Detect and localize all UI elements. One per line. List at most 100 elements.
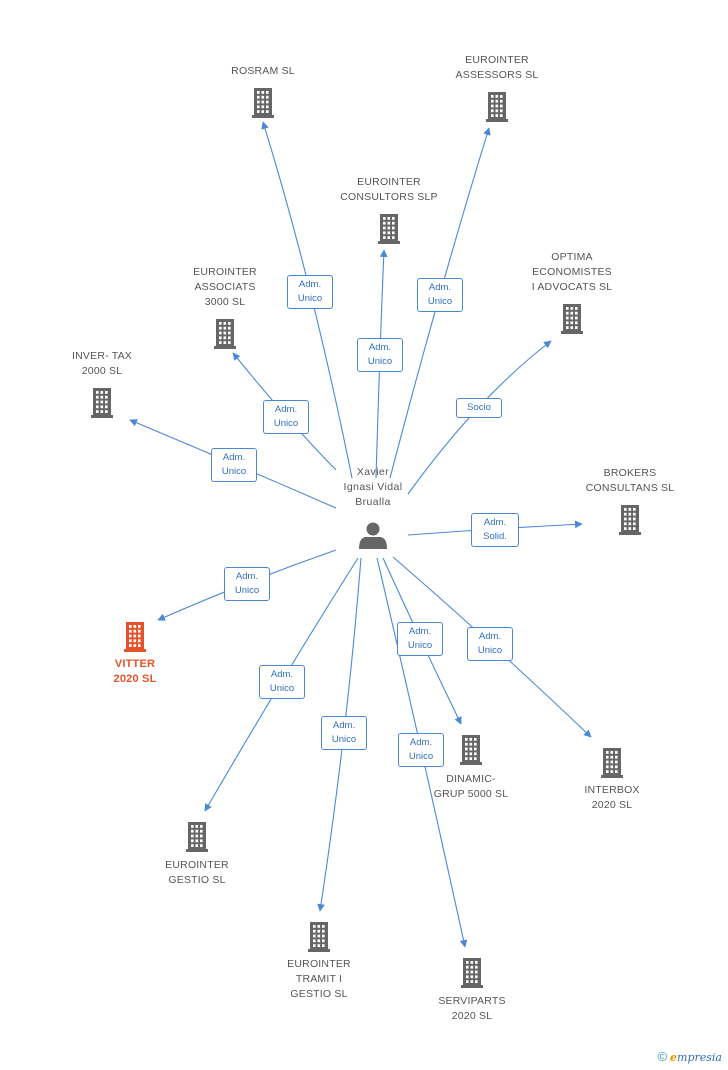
relation-label-line: Adm.: [483, 517, 507, 528]
company-label-line: EUROINTER: [465, 54, 529, 66]
company-label-dinamic[interactable]: DINAMIC- GRUP 5000 SL: [401, 772, 541, 802]
company-label-line: DINAMIC-: [446, 773, 496, 785]
relation-label-line: Adm.: [270, 669, 294, 680]
company-label-line: GESTIO SL: [168, 874, 226, 886]
brand-name: mpresia: [677, 1051, 722, 1064]
relation-label-eurointer-tramit[interactable]: Adm. Unico: [321, 716, 367, 750]
relation-label-line: Adm.: [409, 737, 433, 748]
relation-label-line: Unico: [367, 356, 393, 367]
company-label-line: GESTIO SL: [290, 988, 348, 1000]
building-icon: [214, 319, 236, 349]
relation-label-line: Unico: [221, 466, 247, 477]
brand-initial: e: [670, 1051, 678, 1064]
company-label-line: ECONOMISTES: [532, 266, 612, 278]
relation-label-line: Unico: [331, 734, 357, 745]
building-icon: [461, 958, 483, 988]
relation-label-serviparts[interactable]: Adm.Unico: [398, 733, 444, 767]
relation-label-line: Adm.: [332, 720, 356, 731]
company-label-line: EUROINTER: [165, 859, 229, 871]
building-icon: [378, 214, 400, 244]
company-label-inver-tax[interactable]: INVER- TAX 2000 SL: [32, 349, 172, 379]
company-label-line: INTERBOX: [584, 784, 640, 796]
relation-label-line: Adm.: [408, 626, 432, 637]
company-label-line: I ADVOCATS SL: [531, 281, 613, 293]
relation-label-line: Adm.: [368, 342, 392, 353]
brand-logo: empresia: [670, 1051, 722, 1064]
relation-label-rosram[interactable]: Adm.Unico: [287, 275, 333, 309]
building-icon: [486, 92, 508, 122]
building-icon: [460, 735, 482, 765]
relation-label-line: Adm.: [222, 452, 246, 463]
relation-label-line: Unico: [427, 296, 453, 307]
relation-label-eurointer-associats[interactable]: Adm. Unico: [263, 400, 309, 434]
company-label-line: BROKERS: [603, 467, 657, 479]
relation-label-line: Unico: [477, 645, 503, 656]
company-label-line: ASSESSORS SL: [455, 69, 539, 81]
building-icon: [91, 388, 113, 418]
company-label-line: ASSOCIATS: [194, 281, 256, 293]
person-name-line: Brualla: [355, 496, 391, 508]
building-icon: [124, 622, 146, 652]
relation-label-interbox[interactable]: Adm. Unico: [467, 627, 513, 661]
relation-label-line: Adm.: [274, 404, 298, 415]
relation-label-optima[interactable]: Socio: [456, 398, 502, 418]
company-label-line: 2020 SL: [113, 673, 157, 685]
company-label-line: TRAMIT I: [295, 973, 343, 985]
company-label-rosram[interactable]: ROSRAM SL: [193, 64, 333, 79]
company-label-line: EUROINTER: [357, 176, 421, 188]
company-label-optima[interactable]: OPTIMA ECONOMISTES I ADVOCATS SL: [502, 250, 642, 295]
company-label-line: 2020 SL: [451, 1010, 493, 1022]
company-label-eurointer-consultors[interactable]: EUROINTER CONSULTORS SLP: [319, 175, 459, 205]
company-label-line: CONSULTORS SLP: [340, 191, 438, 203]
relation-label-line: Adm.: [428, 282, 452, 293]
relation-label-line: Unico: [407, 640, 433, 651]
company-label-line: INVER- TAX: [72, 350, 132, 362]
company-label-line: 2020 SL: [591, 799, 633, 811]
company-label-line: 3000 SL: [204, 296, 246, 308]
relation-label-eurointer-assessors[interactable]: Adm. Unico: [417, 278, 463, 312]
relation-label-inver-tax[interactable]: Adm. Unico: [211, 448, 257, 482]
relation-label-vitter[interactable]: Adm.Unico: [224, 567, 270, 601]
relation-label-line: Adm.: [478, 631, 502, 642]
person-icon[interactable]: [359, 522, 387, 550]
building-icon: [308, 922, 330, 952]
footer-brand[interactable]: ©empresia: [657, 1049, 722, 1064]
company-label-brokers[interactable]: BROKERS CONSULTANS SL: [560, 466, 700, 496]
building-icon: [619, 505, 641, 535]
relation-label-eurointer-gestio[interactable]: Adm. Unico: [259, 665, 305, 699]
company-label-vitter[interactable]: VITTER 2020 SL: [65, 657, 205, 687]
company-label-line: 2000 SL: [81, 365, 123, 377]
relation-label-line: Unico: [234, 585, 260, 596]
company-label-line: EUROINTER: [287, 958, 351, 970]
company-label-line: EUROINTER: [193, 266, 257, 278]
company-label-line: VITTER: [114, 658, 156, 670]
company-label-eurointer-assessors[interactable]: EUROINTER ASSESSORS SL: [427, 53, 567, 83]
relation-label-line: Socio: [467, 402, 491, 413]
relation-label-line: Solid.: [483, 531, 507, 542]
person-name-line: Ignasi Vidal: [343, 481, 403, 493]
company-label-line: CONSULTANS SL: [585, 482, 675, 494]
company-label-interbox[interactable]: INTERBOX 2020 SL: [542, 783, 682, 813]
company-label-line: ROSRAM SL: [231, 65, 295, 77]
relation-label-dinamic[interactable]: Adm. Unico: [397, 622, 443, 656]
relation-label-line: Unico: [297, 293, 323, 304]
icons-layer: [91, 88, 641, 988]
relation-label-line: Unico: [269, 683, 295, 694]
company-label-eurointer-gestio[interactable]: EUROINTER GESTIO SL: [127, 858, 267, 888]
person-name-line: Xavier: [356, 466, 390, 478]
building-icon: [252, 88, 274, 118]
relation-label-line: Unico: [273, 418, 299, 429]
relation-label-eurointer-consultors[interactable]: Adm. Unico: [357, 338, 403, 372]
building-icon: [186, 822, 208, 852]
copyright-icon: ©: [657, 1049, 668, 1064]
company-label-line: GRUP 5000 SL: [433, 788, 509, 800]
company-label-eurointer-associats[interactable]: EUROINTER ASSOCIATS 3000 SL: [155, 265, 295, 310]
building-icon: [601, 748, 623, 778]
company-label-eurointer-tramit[interactable]: EUROINTER TRAMIT I GESTIO SL: [249, 957, 389, 1002]
company-label-line: OPTIMA: [551, 251, 593, 263]
relation-label-brokers[interactable]: Adm. Solid.: [471, 513, 519, 547]
